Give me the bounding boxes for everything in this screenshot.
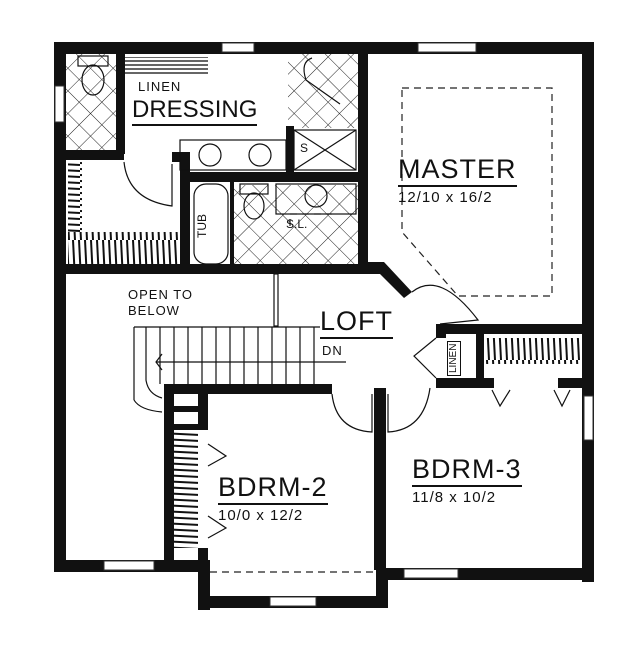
room-bdrm2-dims: 10/0 x 12/2 <box>218 507 304 524</box>
room-loft-name: LOFT <box>320 308 394 339</box>
room-bdrm2-name: BDRM-2 <box>218 474 328 505</box>
windows <box>54 42 594 607</box>
staircase <box>133 273 346 413</box>
room-bdrm3-dims: 11/8 x 10/2 <box>412 489 497 506</box>
sink-cabinet-label: S.L. <box>286 217 308 231</box>
room-bdrm3-name: BDRM-3 <box>412 456 522 487</box>
open-to-below-line1: OPEN TO <box>128 287 194 302</box>
room-bdrm2: BDRM-2 10/0 x 12/2 <box>218 474 328 523</box>
room-master: MASTER 12/10 x 16/2 <box>398 156 517 205</box>
fixtures <box>77 55 357 265</box>
linen-top-label: LINEN <box>138 79 182 94</box>
room-bdrm3: BDRM-3 11/8 x 10/2 <box>412 456 522 505</box>
door-swings <box>123 161 571 539</box>
tub-label: TUB <box>195 214 209 238</box>
shower-label: S <box>300 141 309 155</box>
room-master-name: MASTER <box>398 156 517 187</box>
linen-side-label: LINEN <box>447 340 461 376</box>
room-master-dims: 12/10 x 16/2 <box>398 189 493 206</box>
dashed-overhead-lines <box>210 87 553 573</box>
tile-floors <box>66 52 360 265</box>
room-dressing-name: DRESSING <box>132 98 258 126</box>
stair-down-label: DN <box>322 343 343 358</box>
open-to-below-line2: BELOW <box>128 303 180 318</box>
interior-walls <box>66 54 582 570</box>
